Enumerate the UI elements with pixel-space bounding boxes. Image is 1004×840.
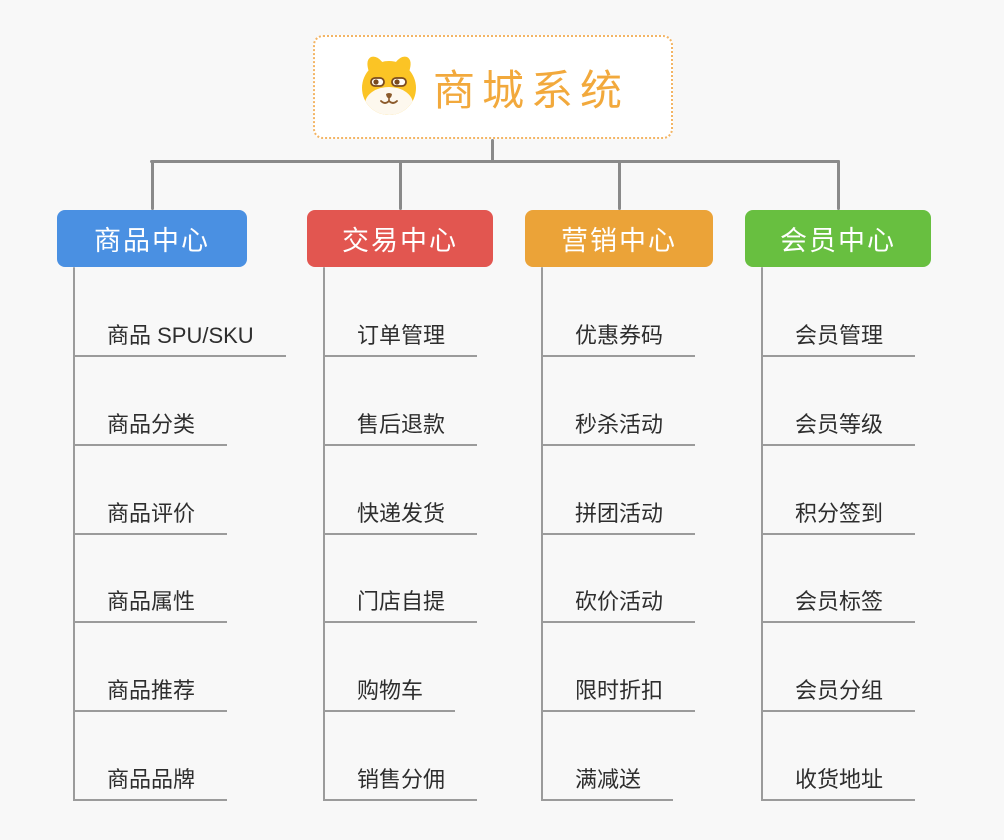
branch-item[interactable]: 商品分类 — [73, 410, 228, 446]
branch-item[interactable]: 砍价活动 — [541, 587, 696, 624]
branch-item[interactable]: 会员管理 — [761, 321, 916, 357]
branch-rail-line — [150, 160, 840, 163]
branch-item[interactable]: 会员分组 — [761, 676, 916, 713]
branch-item[interactable]: 满减送 — [541, 765, 674, 801]
branch-item[interactable]: 会员标签 — [761, 587, 916, 624]
branch-drop-line — [398, 160, 402, 210]
branch-item[interactable]: 门店自提 — [323, 587, 478, 624]
branch-item[interactable]: 限时折扣 — [541, 676, 696, 713]
branch-item[interactable]: 拼团活动 — [541, 499, 696, 535]
branch-drop-line — [150, 160, 154, 210]
branch-item[interactable]: 会员等级 — [761, 410, 916, 446]
branch-drop-line — [617, 160, 621, 210]
branch-item[interactable]: 购物车 — [323, 676, 456, 713]
branch-item[interactable]: 秒杀活动 — [541, 410, 696, 446]
root-stem-line — [491, 139, 494, 162]
branch-header-3[interactable]: 营销中心 — [525, 210, 713, 267]
branch-header-4[interactable]: 会员中心 — [745, 210, 931, 267]
branch-item[interactable]: 商品 SPU/SKU — [73, 321, 286, 357]
branch-drop-line — [836, 160, 840, 210]
branch-item[interactable]: 售后退款 — [323, 410, 478, 446]
branch-header-2[interactable]: 交易中心 — [307, 210, 493, 267]
root-node[interactable]: 商城系统 — [313, 35, 673, 139]
branch-item[interactable]: 优惠券码 — [541, 321, 696, 357]
branch-item[interactable]: 收货地址 — [761, 765, 916, 801]
branch-item[interactable]: 快递发货 — [323, 499, 478, 535]
branch-item[interactable]: 商品品牌 — [73, 765, 228, 801]
branch-item[interactable]: 商品评价 — [73, 499, 228, 535]
branch-item[interactable]: 订单管理 — [323, 321, 478, 357]
branch-header-1[interactable]: 商品中心 — [57, 210, 247, 267]
root-title: 商城系统 — [432, 66, 629, 114]
branch-item[interactable]: 积分签到 — [761, 499, 916, 535]
dog-face-icon — [361, 56, 416, 115]
branch-item[interactable]: 商品推荐 — [73, 676, 228, 713]
branch-item[interactable]: 销售分佣 — [323, 765, 478, 801]
branch-item[interactable]: 商品属性 — [73, 587, 228, 624]
